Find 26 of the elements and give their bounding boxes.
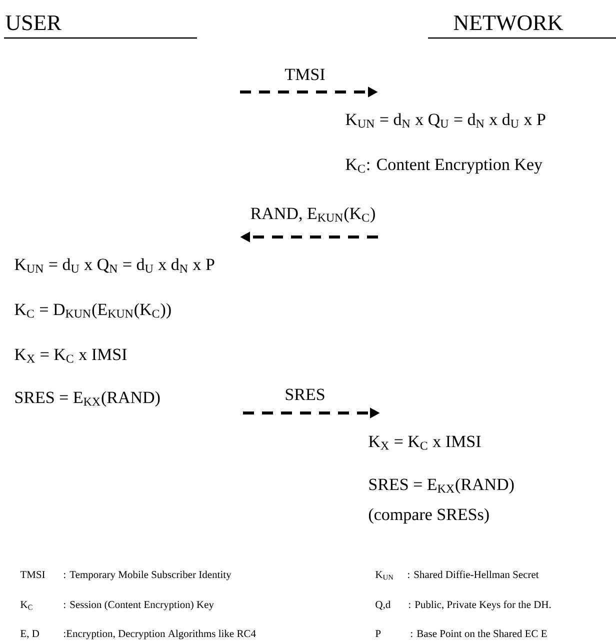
glossary-term: K$_{C}$ <box>20 601 32 610</box>
glossary-definition: : Session (Content Encryption) Key <box>64 600 214 610</box>
glossary-term: P <box>376 630 381 637</box>
note: (compare SRESs) <box>368 508 489 524</box>
glossary-term: TMSI <box>20 571 45 578</box>
equation: K$_{UN}$ = d$_{N}$ x Q$_{U}$ = d$_{N}$ x d$_{U}$ x P <box>346 113 546 128</box>
equation: SRES = E$_{KX}$(RAND) <box>369 478 514 494</box>
glossary-definition: : Public, Private Keys for the DH. <box>409 600 551 610</box>
equation: K$_{C}$ = D$_{KUN}$(E$_{KUN}$(K$_{C}$)) <box>14 303 171 319</box>
party-heading: USER <box>4 15 197 39</box>
glossary-definition: : Shared Diffie-Hellman Secret <box>408 570 539 578</box>
equation: K$_{UN}$ = d$_{U}$ x Q$_{N}$ = d$_{U}$ x d$_{N}$ x P <box>14 258 214 273</box>
equation: K$_{C}$: Content Encryption Key <box>346 158 542 174</box>
glossary-term: E, D <box>20 630 40 639</box>
message-label: SRES <box>286 388 324 400</box>
glossary-term: K$_{UN}$ <box>376 571 394 580</box>
equation: K$_{X}$ = K$_{C}$ x IMSI <box>368 436 481 450</box>
glossary-definition: :Encryption, Decryption Algorithms like RC4 <box>64 630 256 640</box>
equation: SRES = E$_{KX}$(RAND) <box>15 391 160 407</box>
glossary-term: Q,d <box>376 600 391 610</box>
message-label: RAND, E$_{KUN}$(K$_{C}$) <box>250 207 375 223</box>
glossary-definition: : Temporary Mobile Subscriber Identity <box>64 570 232 580</box>
message-label: TMSI <box>285 68 325 80</box>
equation: K$_{X}$ = K$_{C}$ x IMSI <box>14 348 127 363</box>
glossary-definition: : Base Point on the Shared EC E <box>411 630 547 638</box>
party-heading: NETWORK <box>428 15 616 39</box>
